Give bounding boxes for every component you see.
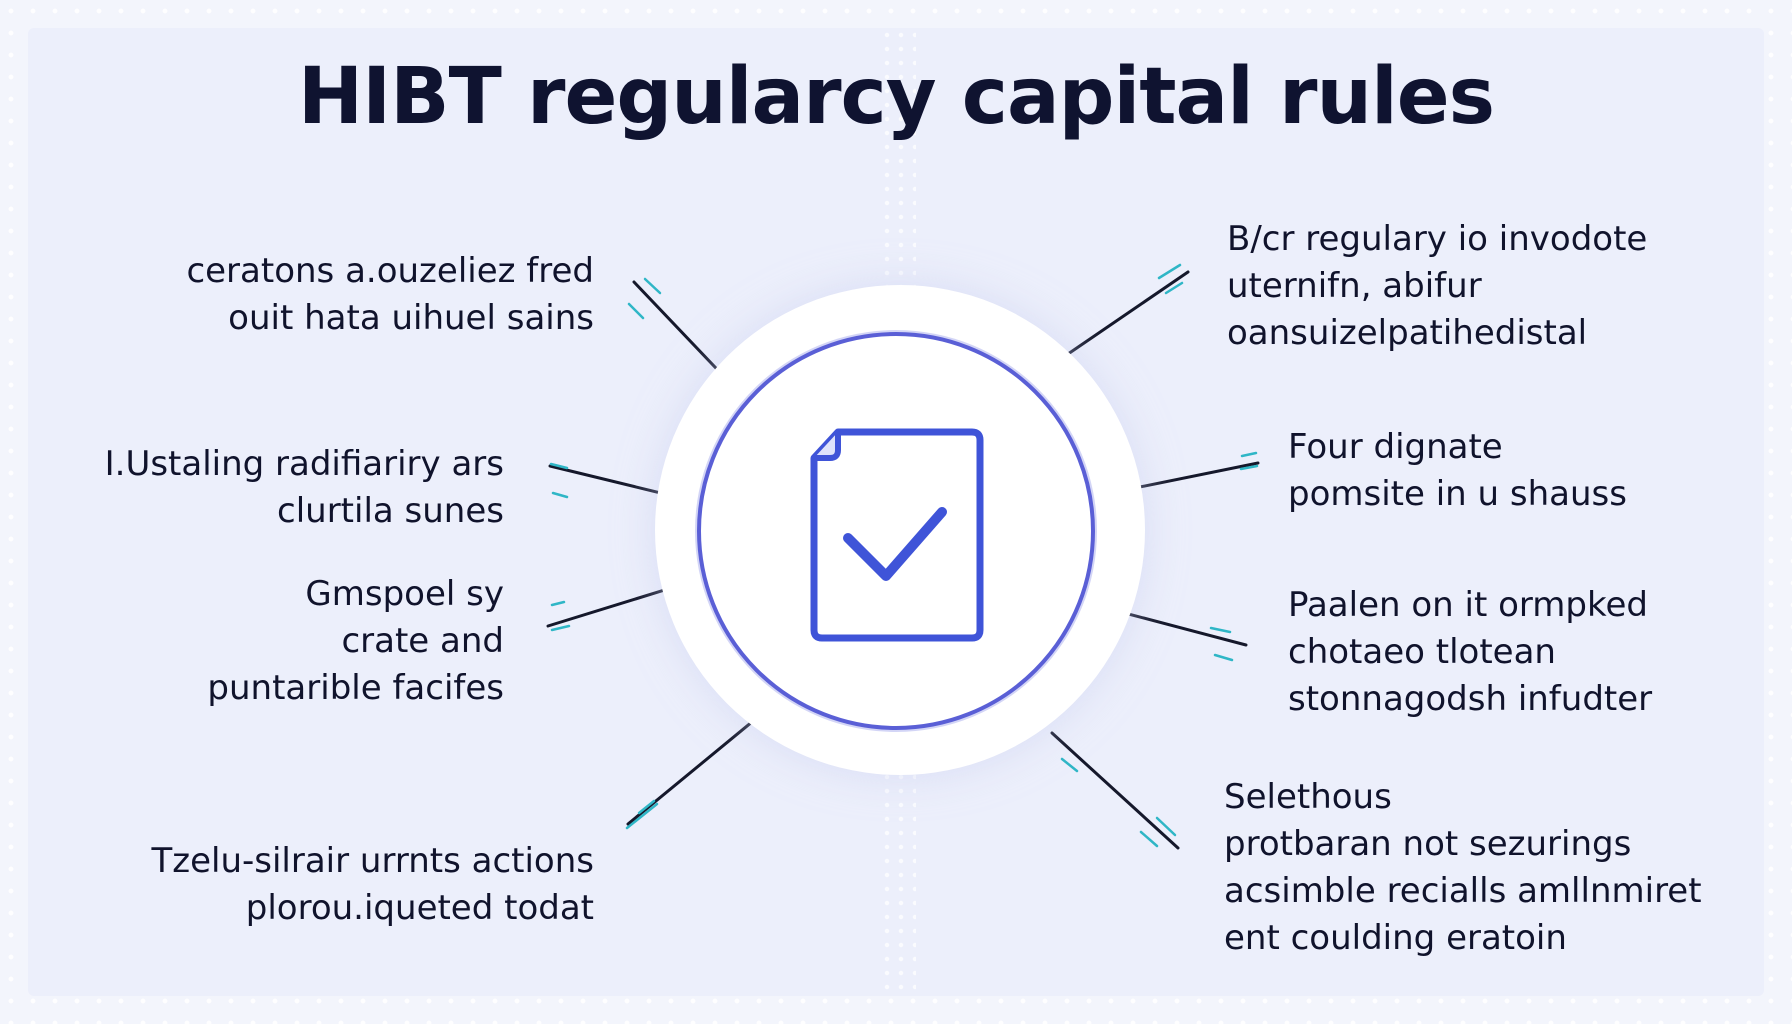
right-label-3: Paalen on it ormpked chotaeo tlotean sto… — [1288, 585, 1653, 719]
right-label-2: Four dignate pomsite in u shauss — [1288, 427, 1627, 514]
right-label-1: B/cr regulary io invodote uternifn, abif… — [1227, 219, 1648, 353]
right-label-4: Selethous protbaran not sezurings acsimb… — [1224, 777, 1702, 958]
left-label-1: ceratons a.ouzeliez fred ouit hata uihue… — [186, 251, 594, 338]
left-label-4: Tzelu-silrair urrnts actions plorou.ique… — [151, 841, 594, 928]
page-title: HIBT regularcy capital rules — [297, 52, 1495, 142]
left-label-2: I.Ustaling radifiariry ars clurtila sune… — [104, 444, 504, 531]
left-label-3: Gmspoel sy crate and puntarible facifes — [207, 574, 504, 708]
document-checkmark-icon — [810, 428, 984, 642]
